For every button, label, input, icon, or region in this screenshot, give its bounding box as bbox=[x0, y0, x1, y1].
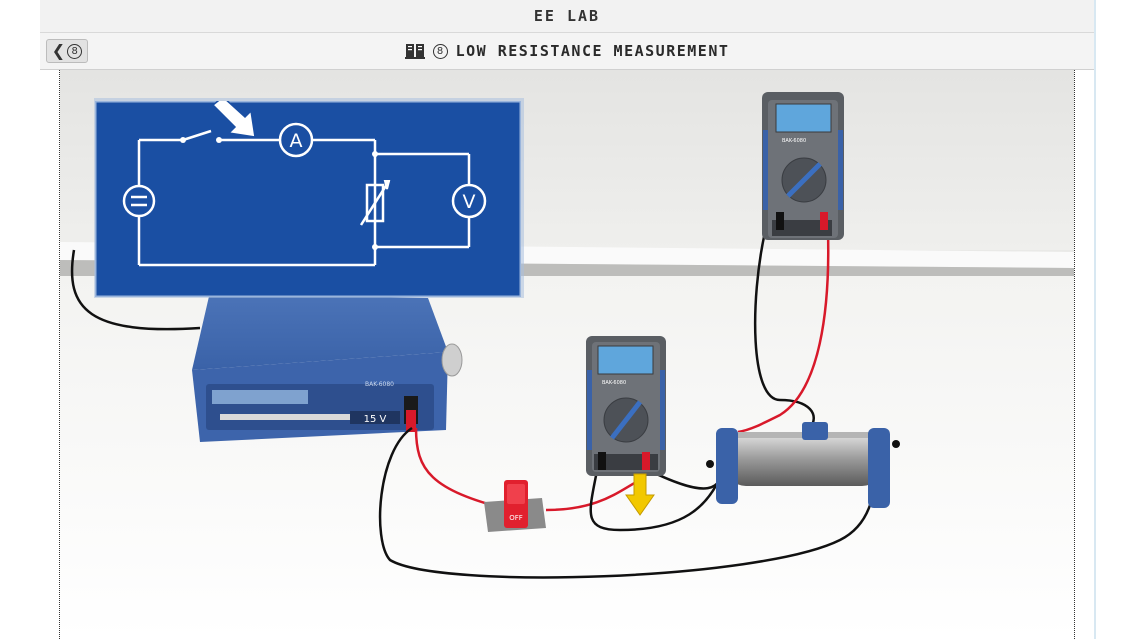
book-icon bbox=[404, 44, 425, 59]
lesson-title: LOW RESISTANCE MEASUREMENT bbox=[455, 42, 730, 60]
right-margin bbox=[1096, 0, 1136, 639]
app-titlebar: EE LAB bbox=[40, 0, 1094, 33]
ammeter-device[interactable]: BAK-6080 bbox=[586, 336, 666, 476]
svg-text:A: A bbox=[290, 130, 303, 152]
voltmeter-symbol: V bbox=[451, 183, 487, 219]
frame-edge bbox=[1094, 0, 1096, 639]
psu-brand: BAK-6080 bbox=[365, 381, 394, 388]
psu-display: 15 V bbox=[364, 414, 387, 425]
power-switch[interactable]: OFF bbox=[484, 480, 546, 532]
app-title: EE LAB bbox=[533, 7, 601, 25]
highlight-arrow-icon bbox=[625, 473, 655, 516]
battery-symbol-icon bbox=[122, 184, 156, 218]
rheostat-device[interactable] bbox=[706, 422, 900, 508]
ammeter-brand: BAK-6080 bbox=[602, 380, 626, 386]
voltmeter-device[interactable]: BAK-6080 bbox=[762, 92, 844, 240]
scene-border-right bbox=[1074, 70, 1075, 639]
voltmeter-brand: BAK-6080 bbox=[782, 138, 806, 144]
back-button[interactable]: ❮ 8 bbox=[46, 39, 88, 63]
tap-pointer-icon bbox=[211, 101, 256, 138]
circuit-schematic: A V bbox=[95, 101, 521, 297]
power-supply[interactable]: 15 V BAK-6080 bbox=[192, 292, 463, 442]
lesson-badge: 8 bbox=[432, 43, 448, 59]
svg-text:V: V bbox=[463, 191, 476, 213]
back-badge: 8 bbox=[67, 43, 83, 59]
lesson-navbar: ❮ 8 8 LOW RESISTANCE MEASUREMENT bbox=[40, 33, 1094, 70]
chevron-left-icon: ❮ bbox=[51, 41, 66, 60]
switch-label: OFF bbox=[509, 514, 523, 522]
scene-border-left bbox=[59, 70, 60, 639]
ammeter-symbol: A bbox=[278, 122, 314, 158]
left-margin bbox=[0, 0, 40, 639]
lesson-header: 8 LOW RESISTANCE MEASUREMENT bbox=[40, 33, 1094, 69]
